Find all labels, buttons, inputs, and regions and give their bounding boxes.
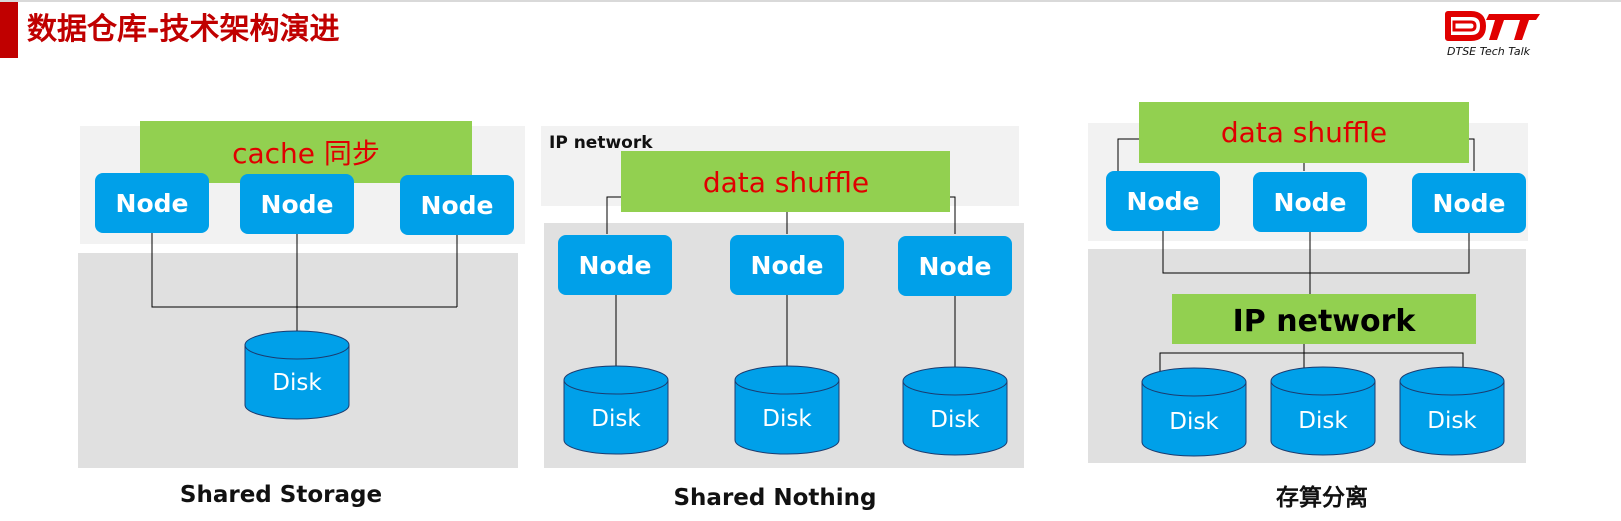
svg-text:Disk: Disk bbox=[762, 406, 812, 432]
shared-storage-left-connector bbox=[151, 225, 457, 308]
compute-storage-ip-network-band bbox=[1172, 294, 1476, 344]
top-rule bbox=[0, 0, 1621, 2]
shared-nothing-disk-1: Disk bbox=[563, 365, 669, 455]
compute-storage-title: 存算分离 bbox=[1276, 484, 1368, 511]
shared-storage-node-2: Node bbox=[240, 174, 354, 234]
compute-storage-disk-connector bbox=[1159, 352, 1464, 372]
shared-nothing-data-shuffle-band bbox=[621, 151, 950, 212]
slide-title: 数据仓库-技术架构演进 bbox=[27, 12, 340, 47]
shared-nothing-disk-2: Disk bbox=[734, 365, 840, 455]
shared-nothing-disk-3: Disk bbox=[902, 366, 1008, 456]
shared-nothing-node-3: Node bbox=[898, 236, 1012, 296]
compute-storage-separation-diagram: data shuffle Node Node Node IP network bbox=[1088, 102, 1528, 511]
shared-nothing-data-shuffle-label: data shuffle bbox=[703, 166, 869, 199]
shared-nothing-title: Shared Nothing bbox=[673, 485, 876, 511]
cache-sync-band bbox=[140, 121, 472, 183]
svg-text:Node: Node bbox=[919, 252, 992, 281]
shared-nothing-node-2: Node bbox=[730, 235, 844, 295]
dtt-logo: DTSE Tech Talk bbox=[1440, 8, 1570, 66]
compute-storage-data-shuffle-band bbox=[1139, 102, 1469, 163]
svg-text:Disk: Disk bbox=[1298, 408, 1348, 434]
shared-storage-disk: Disk bbox=[244, 330, 350, 420]
shared-storage-title: Shared Storage bbox=[180, 482, 382, 508]
compute-storage-node-connector bbox=[1162, 229, 1470, 274]
svg-text:Disk: Disk bbox=[1169, 409, 1219, 435]
compute-storage-disk-3: Disk bbox=[1399, 366, 1505, 456]
shared-storage-node-3: Node bbox=[400, 175, 514, 235]
svg-text:Node: Node bbox=[579, 251, 652, 280]
compute-storage-disk-2: Disk bbox=[1270, 366, 1376, 456]
compute-storage-node-2: Node bbox=[1253, 172, 1367, 232]
svg-text:Node: Node bbox=[421, 191, 494, 220]
compute-storage-disk-1: Disk bbox=[1141, 367, 1247, 457]
svg-text:Node: Node bbox=[1274, 188, 1347, 217]
svg-text:Node: Node bbox=[1433, 189, 1506, 218]
logo-caption: DTSE Tech Talk bbox=[1447, 45, 1530, 58]
compute-storage-data-shuffle-label: data shuffle bbox=[1221, 116, 1387, 149]
svg-text:Disk: Disk bbox=[1427, 408, 1477, 434]
svg-text:Disk: Disk bbox=[272, 370, 322, 396]
cache-sync-label: cache 同步 bbox=[232, 137, 380, 170]
svg-text:Node: Node bbox=[116, 189, 189, 218]
shared-nothing-diagram: IP network data shuffle Node Node Node bbox=[541, 126, 1024, 511]
svg-text:Disk: Disk bbox=[930, 407, 980, 433]
shared-storage-diagram: cache 同步 Node Node Node Disk Shared Stor… bbox=[78, 121, 525, 508]
title-accent-bar bbox=[0, 2, 18, 58]
shared-nothing-ip-network-label: IP network bbox=[549, 133, 653, 153]
svg-text:Disk: Disk bbox=[591, 406, 641, 432]
compute-storage-ip-network-label: IP network bbox=[1233, 304, 1417, 339]
svg-text:Node: Node bbox=[1127, 187, 1200, 216]
svg-text:Node: Node bbox=[261, 190, 334, 219]
dtt-logo-mark bbox=[1445, 11, 1540, 41]
svg-text:Node: Node bbox=[751, 251, 824, 280]
compute-storage-node-1: Node bbox=[1106, 171, 1220, 231]
shared-nothing-node-1: Node bbox=[558, 235, 672, 295]
compute-storage-node-3: Node bbox=[1412, 173, 1526, 233]
shared-storage-node-1: Node bbox=[95, 173, 209, 233]
